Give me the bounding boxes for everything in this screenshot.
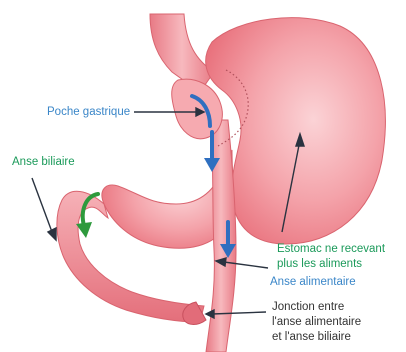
label-jonction-line3: et l'anse biliaire — [272, 330, 351, 344]
label-anse-biliaire: Anse biliaire — [12, 155, 75, 169]
label-jonction-line1: Jonction entre — [272, 300, 344, 314]
label-anse-alimentaire: Anse alimentaire — [270, 275, 356, 289]
label-estomac-line1: Estomac ne recevant — [277, 242, 385, 256]
label-jonction-line2: l'anse alimentaire — [272, 315, 361, 329]
label-estomac-line2: plus les aliments — [277, 257, 362, 271]
label-poche-gastrique: Poche gastrique — [47, 105, 130, 119]
